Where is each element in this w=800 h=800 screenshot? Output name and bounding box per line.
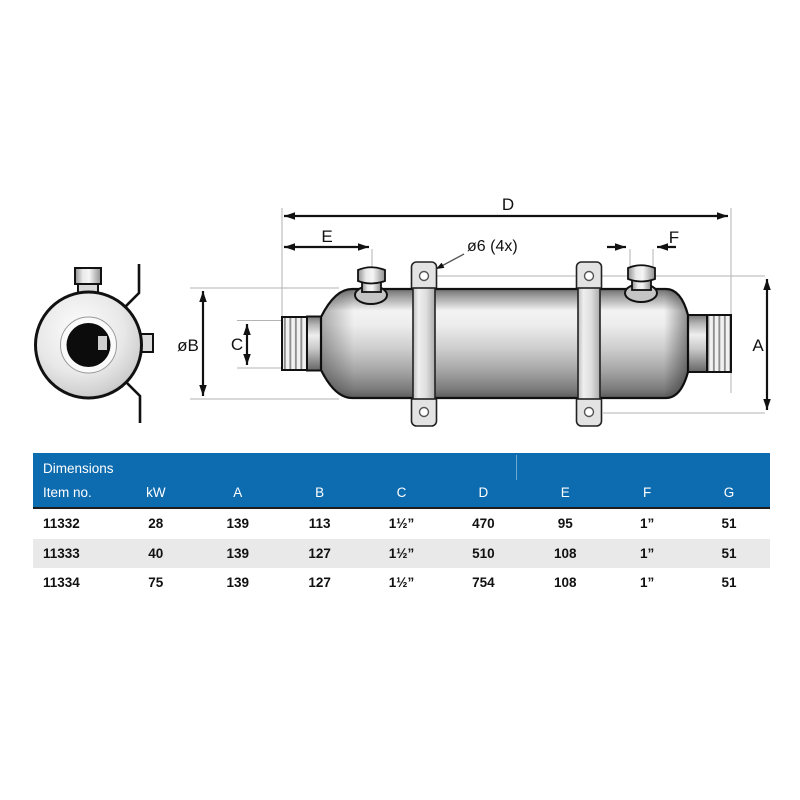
table-title-row: Dimensions: [33, 453, 770, 481]
bracket-edge-bottom: [126, 382, 142, 423]
cell-d: 754: [472, 575, 495, 590]
heat-exchanger-technical-drawing: D E F A øB C ø6 (4x): [34, 195, 771, 427]
table-row: 11332 28 139 113 1½” 470 95 1” 51: [33, 509, 770, 539]
bracket-edge-top: [125, 264, 141, 307]
cell-kw: 75: [148, 575, 164, 590]
col-header-f: F: [643, 485, 652, 500]
shell-body: [319, 287, 690, 400]
table-row: 11333 40 139 127 1½” 510 108 1” 51: [33, 538, 770, 568]
cell-e: 108: [554, 575, 577, 590]
dimension-lines: [199, 212, 771, 410]
cell-a: 139: [226, 575, 249, 590]
cell-f: 1”: [640, 545, 655, 561]
table-title: Dimensions: [43, 461, 114, 476]
tab-holes: [418, 270, 595, 418]
left-pipe-connection: [281, 315, 323, 372]
heat-exchanger-end-view: [34, 264, 154, 423]
dimension-label-a: A: [752, 336, 764, 355]
cell-b: 127: [308, 545, 331, 561]
left-nozzle: [354, 266, 388, 305]
cell-d: 470: [472, 516, 495, 531]
cell-c: 1½”: [388, 575, 415, 590]
dimension-label-f: F: [669, 228, 679, 247]
end-view-bore-notch: [98, 336, 107, 350]
cell-d: 510: [472, 545, 495, 561]
strap-band-right: [577, 287, 601, 400]
cell-f: 1”: [640, 575, 655, 590]
cell-item-no: 11332: [43, 516, 80, 531]
cell-kw: 40: [148, 545, 164, 561]
dimensions-table: Dimensions Item no. kW A B C D E F G 113…: [33, 453, 770, 598]
cell-c: 1½”: [388, 545, 415, 561]
table-column-headers: Item no. kW A B C D E F G: [33, 481, 770, 507]
strap-band-left: [412, 287, 436, 400]
mounting-holes-label: ø6 (4x): [467, 238, 518, 255]
shell-dome-shade-left: [321, 289, 354, 398]
cell-a: 139: [226, 516, 249, 531]
cell-g: 51: [721, 575, 737, 590]
col-header-b: B: [315, 485, 325, 500]
col-header-g: G: [723, 485, 735, 500]
col-header-kw: kW: [146, 485, 166, 500]
dimension-label-c: C: [231, 335, 243, 354]
right-pipe-connection: [687, 314, 732, 373]
col-header-c: C: [396, 485, 407, 500]
cell-kw: 28: [148, 516, 164, 531]
cell-a: 139: [226, 545, 249, 561]
col-header-d: D: [478, 485, 489, 500]
cell-e: 95: [557, 516, 573, 531]
col-header-e: E: [560, 485, 570, 500]
dimension-label-e: E: [321, 227, 332, 246]
col-header-item-no: Item no.: [43, 485, 92, 500]
cell-item-no: 11333: [43, 545, 80, 561]
cell-c: 1½”: [388, 516, 415, 531]
end-view-bore: [66, 323, 111, 367]
header-divider-line: [516, 455, 517, 480]
cell-b: 113: [308, 516, 331, 531]
cell-f: 1”: [640, 516, 655, 531]
cell-g: 51: [721, 516, 737, 531]
cell-g: 51: [721, 545, 737, 561]
table-row: 11334 75 139 127 1½” 754 108 1” 51: [33, 568, 770, 598]
cell-item-no: 11334: [43, 575, 80, 590]
dimension-label-d: D: [502, 195, 514, 214]
holes-leader-line: [435, 253, 465, 270]
shell-dome-shade-right: [664, 289, 688, 398]
table-header: Dimensions Item no. kW A B C D E F G: [33, 453, 770, 509]
right-nozzle: [624, 264, 658, 303]
dimension-label-diameter-b: øB: [177, 336, 199, 355]
heat-exchanger-side-view: [281, 261, 732, 427]
col-header-a: A: [233, 485, 243, 500]
cell-b: 127: [308, 575, 331, 590]
cell-e: 108: [554, 545, 577, 561]
end-view-nozzle: [74, 267, 102, 296]
